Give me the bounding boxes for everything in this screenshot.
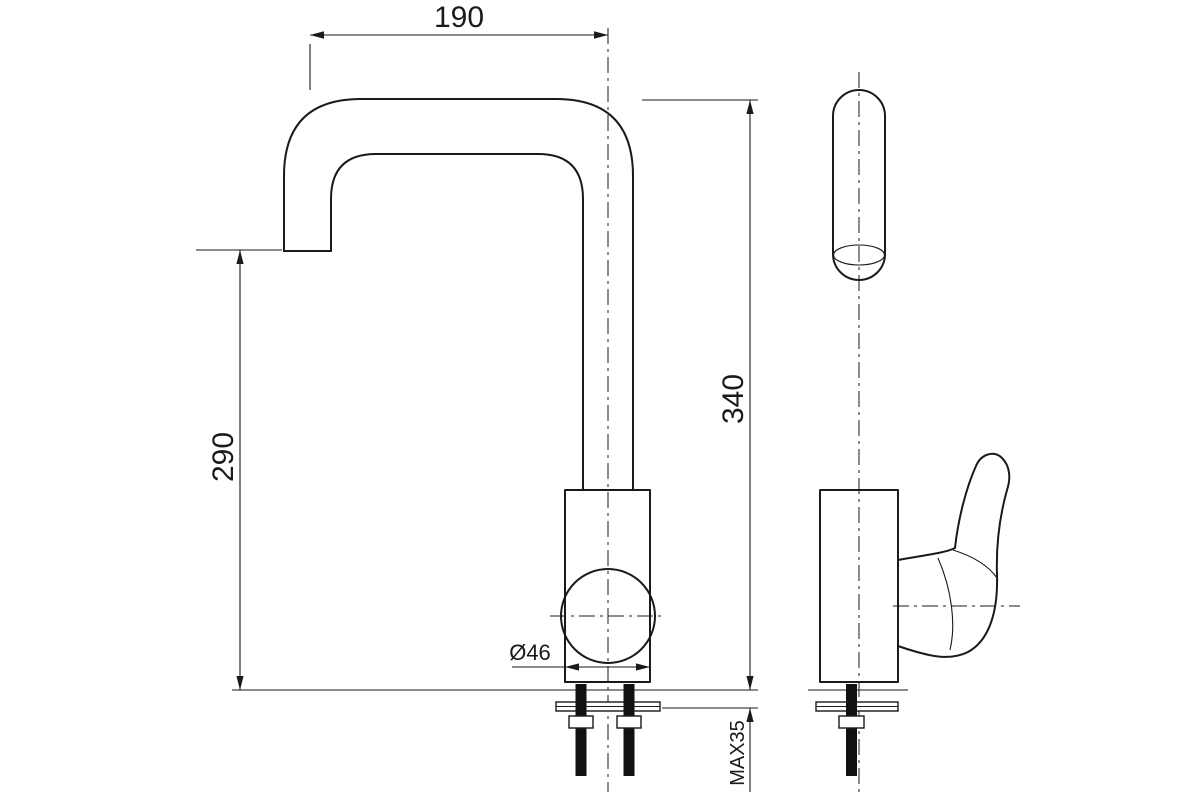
spout-outer-contour <box>283 98 634 491</box>
handle-seam-upper <box>952 549 998 579</box>
handle-seam-lower <box>937 557 954 651</box>
spout-inner-contour <box>330 153 584 491</box>
aerator-rim-ellipse <box>832 244 886 266</box>
lever-handle <box>897 452 1011 658</box>
threaded-stud-right <box>623 684 635 776</box>
arrowhead-190-right <box>594 31 608 39</box>
faucet-body-profile <box>819 489 899 683</box>
fixing-nut-left <box>568 715 594 729</box>
arrowhead-d46-left <box>565 663 579 671</box>
spout-capsule-profile <box>832 89 886 281</box>
arrowhead-d46-right <box>636 663 650 671</box>
dimension-outlet-height: 290 <box>196 249 282 690</box>
faucet-body-front <box>564 489 651 683</box>
dim-label-d46: Ø46 <box>509 640 551 665</box>
view-front <box>232 98 758 776</box>
arrowhead-max35-top <box>746 708 754 722</box>
fixing-nut-profile <box>838 715 865 729</box>
dim-label-max35: MAX35 <box>727 720 749 786</box>
view-profile <box>808 89 1011 776</box>
centerlines <box>550 28 1020 792</box>
dim-label-340: 340 <box>717 374 750 424</box>
dim-label-290: 290 <box>207 432 240 482</box>
arrowhead-290-bottom <box>236 676 244 690</box>
dimension-overall-height: 340 <box>642 99 758 690</box>
dimension-max-thickness: MAX35 <box>662 707 758 792</box>
fixing-nut-right <box>616 715 642 729</box>
ball-joint-front <box>560 568 656 664</box>
arrowhead-190-left <box>310 31 324 39</box>
dimension-spout-reach: 190 <box>309 1 608 90</box>
dimension-body-diameter: Ø46 <box>509 640 650 671</box>
threaded-stud-left <box>575 684 587 776</box>
dim-label-190: 190 <box>434 1 484 34</box>
arrowhead-290-top <box>236 250 244 264</box>
arrowhead-340-bottom <box>746 676 754 690</box>
arrowhead-340-top <box>746 100 754 114</box>
threaded-stud-profile <box>846 684 857 776</box>
